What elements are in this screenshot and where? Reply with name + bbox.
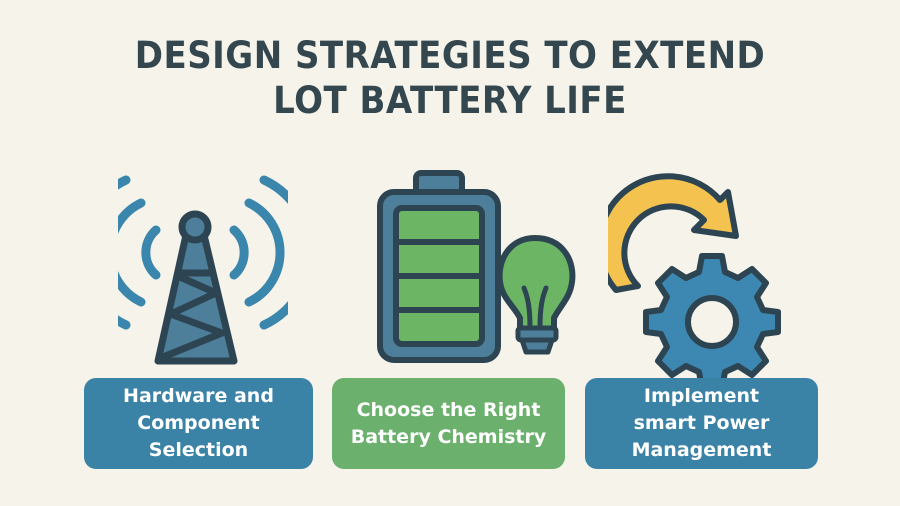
title-line-1: DESIGN STRATEGIES TO EXTEND [134,34,766,77]
strategy-card-power-management: Implement smart Power Management [585,378,818,469]
battery-bulb-icon [377,170,576,363]
title-line-2: LOT BATTERY LIFE [273,79,627,122]
radio-tower-icon [118,175,288,365]
strategy-label: Implement smart Power Management [631,385,772,461]
page-title: DESIGN STRATEGIES TO EXTEND LOT BATTERY … [36,33,864,123]
strategy-label: Hardware and Component Selection [123,385,274,461]
strategy-card-hardware: Hardware and Component Selection [84,378,313,469]
gear-cycle-icon [608,173,781,378]
strategy-card-battery-chemistry: Choose the Right Battery Chemistry [332,378,565,469]
strategy-label: Choose the Right Battery Chemistry [350,398,547,448]
